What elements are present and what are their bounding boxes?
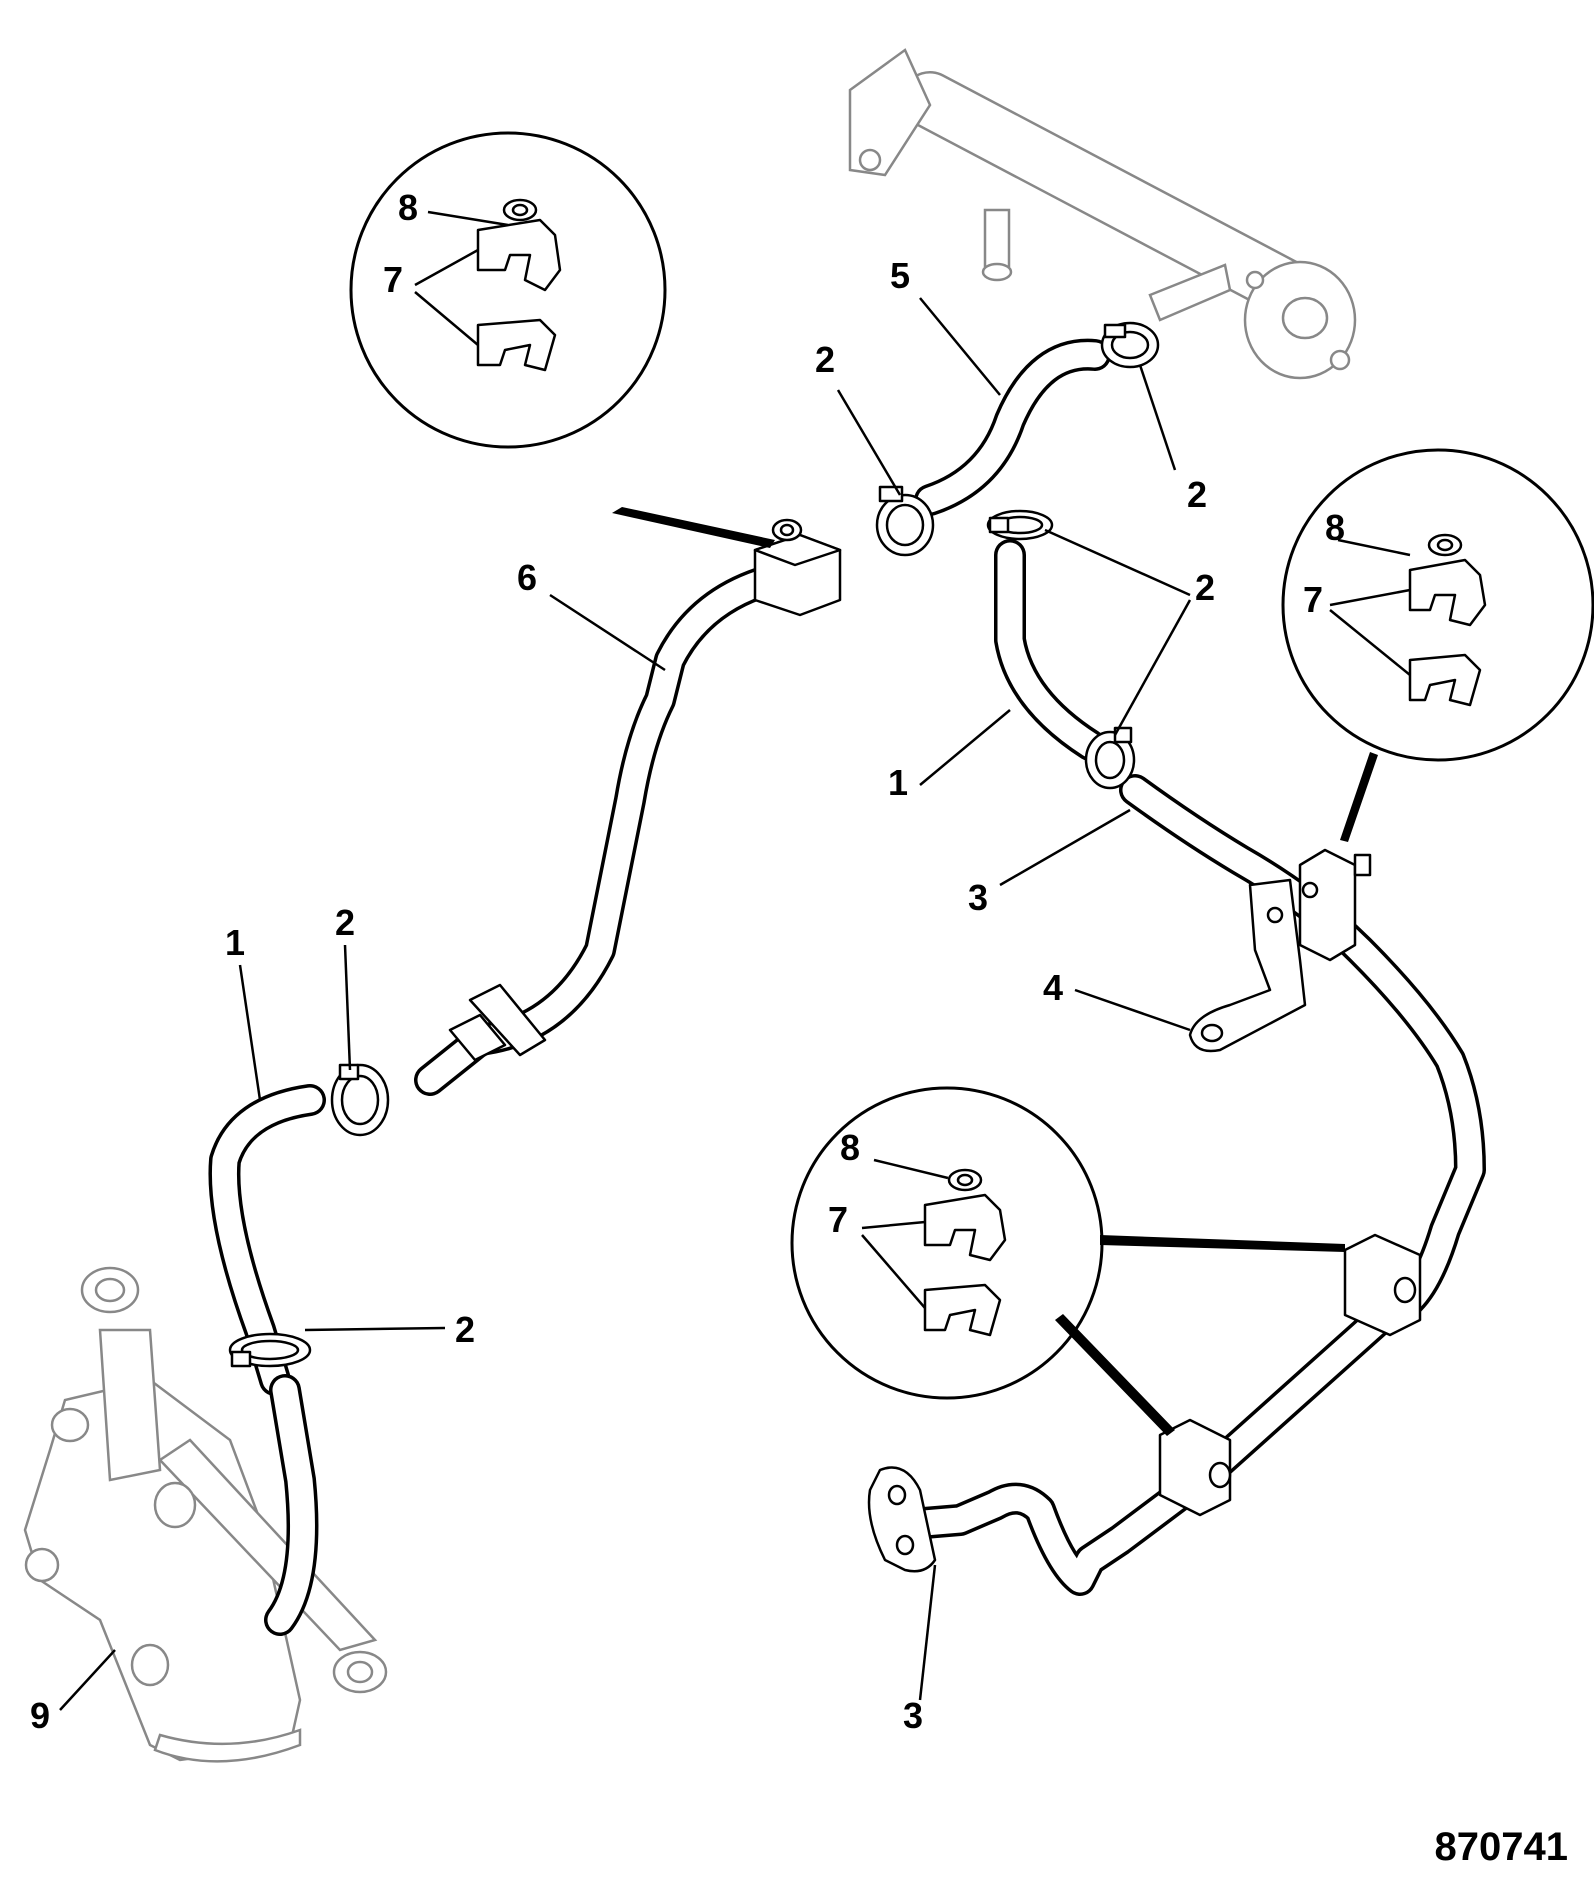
clamp-2-d <box>1084 726 1136 790</box>
clamp-2-f <box>228 1332 312 1368</box>
pipe-3-upper <box>1119 774 1486 1316</box>
clamp-block-b <box>1298 848 1372 962</box>
callout-7-c: 7 <box>828 1199 848 1240</box>
clamp-2-b <box>1100 321 1160 369</box>
callout-3-b: 3 <box>903 1695 923 1736</box>
hose-1-right <box>994 539 1106 761</box>
callout-2-b: 2 <box>1187 474 1207 515</box>
callout-8-a: 8 <box>398 187 418 228</box>
clamp-2-a <box>875 485 935 557</box>
water-pump-housing <box>23 1266 388 1763</box>
clamp-block-c <box>1343 1233 1422 1337</box>
callout-2-c: 2 <box>1195 567 1215 608</box>
pipe-6-clip <box>448 983 547 1062</box>
callout-3-a: 3 <box>968 877 988 918</box>
callout-6: 6 <box>517 557 537 598</box>
egr-cooler-ghost <box>848 48 1357 380</box>
bracket-4 <box>1188 878 1307 1053</box>
callout-8-c: 8 <box>840 1127 860 1168</box>
diagram-reference-number: 870741 <box>1435 1825 1568 1869</box>
callout-5: 5 <box>890 255 910 296</box>
callout-8-b: 8 <box>1325 507 1345 548</box>
pipe-6 <box>414 554 836 1096</box>
callout-1-a: 1 <box>225 922 245 963</box>
callout-2-a: 2 <box>815 339 835 380</box>
detail-circle-bottom <box>790 1086 1345 1436</box>
callout-1-b: 1 <box>888 762 908 803</box>
clamp-2-c <box>986 509 1054 541</box>
clamp-2-e <box>330 1063 390 1137</box>
clamp-block-d <box>1158 1418 1232 1517</box>
detail-circle-right <box>1281 448 1594 842</box>
pipe-3-lower <box>884 1294 1406 1596</box>
callout-9: 9 <box>30 1695 50 1736</box>
callout-7-b: 7 <box>1303 579 1323 620</box>
hose-5 <box>914 338 1111 516</box>
pipe-to-pump <box>264 1374 319 1636</box>
callout-2-e: 2 <box>455 1309 475 1350</box>
callout-2-d: 2 <box>335 902 355 943</box>
clamp-block-a <box>753 518 842 617</box>
leader-lines <box>59 210 1411 1711</box>
callout-4: 4 <box>1043 967 1063 1008</box>
callouts: 8 7 5 2 2 2 6 1 3 4 1 2 2 8 7 8 7 3 9 <box>30 187 1345 1736</box>
pipe-3-flange <box>867 1466 937 1573</box>
callout-7-a: 7 <box>383 259 403 300</box>
hose-1-left <box>208 1084 326 1396</box>
